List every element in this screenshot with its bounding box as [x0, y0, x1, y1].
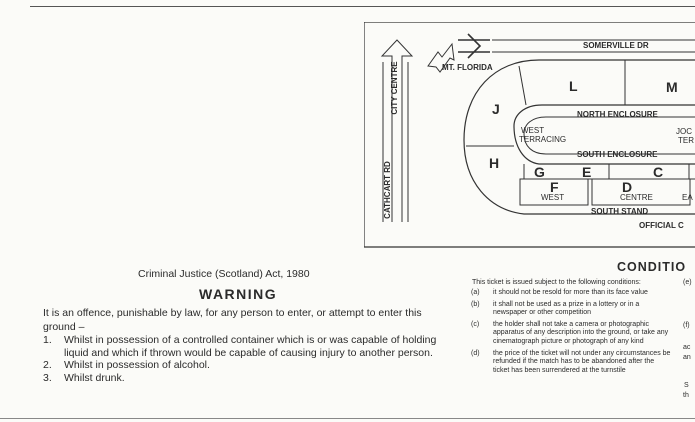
east-terracing-label-1: JOC	[676, 127, 692, 136]
warning-item-number: 3.	[43, 371, 52, 384]
city-centre-label: CITY CENTRE	[390, 61, 399, 115]
warning-item-number: 1.	[43, 334, 52, 346]
west-terracing-label-1: WEST	[521, 126, 545, 135]
east-terracing-label-2: TER	[678, 136, 694, 145]
somerville-dr-label: SOMERVILLE DR	[583, 41, 649, 50]
south-enclosure-label: SOUTH ENCLOSURE	[577, 150, 658, 159]
cathcart-rd-label: CATHCART RD	[383, 161, 392, 219]
condition-item: (a) it should not be resold for more tha…	[471, 289, 671, 298]
edge-fragment-s: S	[684, 382, 689, 389]
ground-map-drawing	[364, 22, 695, 248]
warning-item-number: 2.	[43, 359, 52, 371]
condition-item: (d) the price of the ticket will not und…	[471, 350, 671, 376]
condition-item-number: (c)	[471, 320, 480, 328]
ground-outer-ring	[463, 59, 695, 215]
warning-list: 1. Whilst in possession of a controlled …	[43, 334, 455, 384]
british-rail-logo-icon	[458, 33, 490, 59]
section-e-label: E	[582, 164, 592, 180]
condition-item-number: (b)	[471, 300, 480, 308]
bottom-rule	[0, 418, 695, 419]
condition-item-text: the price of the ticket will not under a…	[493, 349, 671, 374]
warning-item: 2. Whilst in possession of alcohol.	[43, 359, 455, 372]
warning-title: WARNING	[199, 286, 278, 302]
west-terracing-label-2: TERRACING	[519, 135, 567, 144]
map-frame	[364, 22, 695, 248]
section-d-label: D	[622, 179, 633, 195]
section-f-box	[519, 178, 589, 206]
north-enclosure-label: NORTH ENCLOSURE	[577, 110, 658, 119]
ground-map: SOMERVILLE DR CITY CENTRE CATHCART RD MT…	[364, 22, 695, 248]
condition-item-text: the holder shall not take a camera or ph…	[493, 320, 669, 345]
centre-stand-label: CENTRE	[620, 193, 653, 202]
condition-item-number: (a)	[471, 289, 480, 296]
condition-item-number: (d)	[471, 349, 480, 357]
warning-item: 3. Whilst drunk.	[43, 372, 455, 385]
section-m-label: M	[666, 79, 678, 95]
conditions-title: CONDITIO	[617, 260, 687, 274]
section-h-label: H	[489, 155, 500, 171]
edge-fragment-an: an	[683, 354, 691, 361]
condition-item: (b) it shall not be used as a prize in a…	[471, 301, 671, 318]
city-centre-arrow-icon	[380, 39, 414, 222]
pitch-outline	[513, 104, 695, 165]
south-stand-label: SOUTH STAND	[591, 207, 649, 216]
section-j-label: J	[492, 101, 500, 117]
warning-item-text: Whilst drunk.	[64, 371, 125, 384]
condition-item-text: it should not be resold for more than it…	[493, 289, 648, 296]
section-l-label: L	[569, 78, 578, 94]
divider-j-l	[518, 65, 527, 106]
act-title: Criminal Justice (Scotland) Act, 1980	[138, 268, 310, 280]
condition-item-text: it shall not be used as a prize in a lot…	[493, 300, 640, 317]
conditions-list: (a) it should not be resold for more tha…	[471, 289, 671, 378]
section-f-label: F	[550, 179, 559, 195]
edge-fragment-th: th	[683, 392, 689, 399]
enclosure-ring	[523, 116, 695, 155]
warning-item: 1. Whilst in possession of a controlled …	[43, 334, 455, 359]
conditions-section: CONDITIO This ticket is issued subject t…	[471, 258, 695, 418]
conditions-intro: This ticket is issued subject to the fol…	[472, 279, 641, 286]
warning-item-text: Whilst in possession of alcohol.	[64, 359, 210, 371]
east-stand-label: EA	[682, 193, 693, 202]
condition-item: (c) the holder shall not take a camera o…	[471, 321, 671, 347]
section-g-label: G	[534, 164, 545, 180]
official-label: OFFICIAL C	[639, 221, 684, 230]
mt-florida-label: MT. FLORIDA	[442, 63, 493, 72]
warning-intro: It is an offence, punishable by law, for…	[43, 307, 422, 333]
section-c-label: C	[653, 164, 664, 180]
west-stand-label: WEST	[541, 193, 565, 202]
edge-fragment-f: (f)	[683, 322, 690, 329]
edge-fragment-ac: ac	[683, 344, 691, 351]
top-rule	[30, 6, 695, 7]
edge-fragment-e: (e)	[683, 279, 692, 286]
station-arrow-icon	[427, 42, 455, 73]
warning-item-text: Whilst in possession of a controlled con…	[64, 334, 437, 359]
